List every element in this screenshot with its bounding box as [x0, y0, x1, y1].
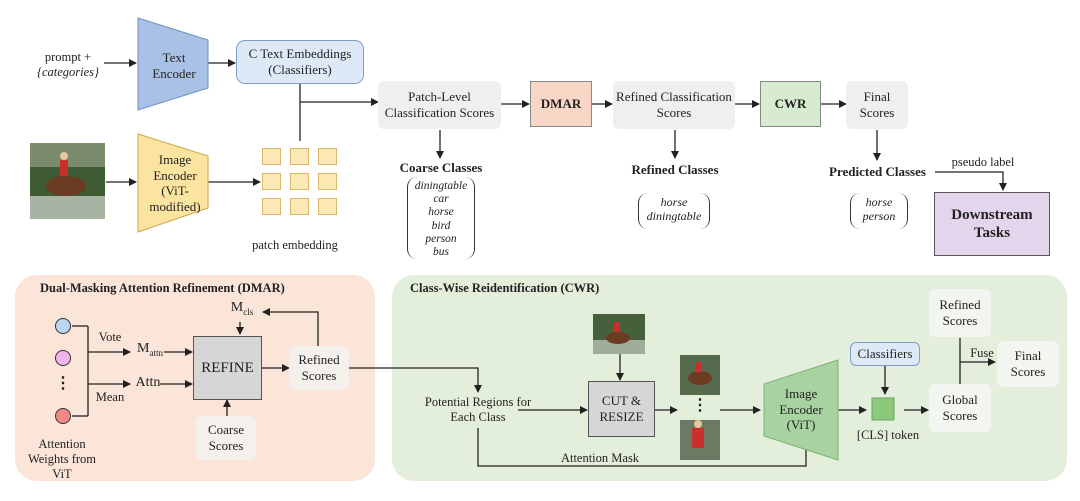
- attn-label: Attn: [135, 375, 161, 390]
- m-attn-label: Mattn: [130, 341, 170, 359]
- cwr-source-thumbnail: [593, 314, 645, 354]
- dmar-box: DMAR: [530, 81, 592, 127]
- cwr-final-scores-label: Final Scores: [1010, 348, 1046, 379]
- global-scores-label: Global Scores: [942, 392, 978, 423]
- cwr-image-encoder-label: Image Encoder (ViT): [779, 386, 823, 433]
- attention-mask-label: Attention Mask: [560, 451, 640, 465]
- downstream-tasks-label: Downstream Tasks: [951, 207, 1033, 241]
- predicted-classes-list: horse person: [850, 195, 908, 224]
- coarse-class-item: horse: [428, 206, 454, 219]
- vote-label: Vote: [98, 330, 122, 344]
- text-encoder-shape: [137, 17, 209, 111]
- final-scores-label: Final Scores: [859, 89, 895, 120]
- coarse-class-item: bus: [433, 246, 449, 259]
- crop-thumbnail-top: [680, 355, 720, 395]
- coarse-class-item: diningtable: [414, 180, 468, 192]
- refined-scores-label: Refined Classification Scores: [616, 89, 732, 120]
- patch-cell: [262, 148, 281, 165]
- refine-label: REFINE: [201, 360, 254, 376]
- attention-head-circle-red: [55, 408, 71, 424]
- image-encoder-label: Image Encoder (ViT-modified): [149, 152, 201, 214]
- predicted-class-item: person: [862, 208, 896, 223]
- attention-weights-label: Attention Weights from ViT: [27, 437, 97, 481]
- text-embeddings-label: C Text Embeddings (Classifiers): [248, 46, 352, 77]
- refined-class-item: horse: [660, 195, 688, 209]
- coarse-scores-label: Coarse Scores: [207, 422, 245, 453]
- m-cls-sub: cls: [243, 306, 254, 317]
- patch-cell: [318, 173, 337, 190]
- cwr-box: CWR: [760, 81, 821, 127]
- patch-cell: [318, 148, 337, 165]
- dmar-label: DMAR: [540, 96, 582, 112]
- refine-box: REFINE: [193, 336, 262, 400]
- pseudo-label-text: pseudo label: [951, 155, 1015, 169]
- m-attn-main: M: [137, 341, 150, 356]
- m-attn-sub: attn: [149, 347, 163, 358]
- coarse-class-item: bird: [431, 219, 451, 232]
- classifiers-box: Classifiers: [850, 342, 920, 366]
- input-image: [30, 143, 105, 219]
- classifiers-label: Classifiers: [857, 346, 913, 362]
- patch-scores-box: Patch-Level Classification Scores: [378, 81, 501, 129]
- cwr-label: CWR: [774, 96, 807, 112]
- attention-head-ellipsis: ⋮: [55, 375, 71, 392]
- dmar-refined-scores-label: Refined Scores: [298, 352, 340, 383]
- image-encoder-shape: [137, 133, 209, 233]
- cwr-panel-bg: [392, 275, 1067, 481]
- refined-classes-list: horse diningtable: [638, 195, 710, 224]
- coarse-class-item: person: [425, 232, 457, 245]
- coarse-scores-box: Coarse Scores: [196, 416, 256, 460]
- fuse-label: Fuse: [970, 346, 994, 360]
- cls-token-label: [CLS] token: [856, 428, 920, 442]
- vit-encoder-shape: [763, 359, 839, 461]
- patch-cell: [262, 173, 281, 190]
- text-encoder-label: Text Encoder: [152, 50, 196, 81]
- dmar-refined-scores-box: Refined Scores: [289, 346, 349, 390]
- patch-embedding-label: patch embedding: [252, 238, 338, 252]
- predicted-class-item: horse: [865, 195, 893, 209]
- predicted-classes-brace: [850, 193, 908, 229]
- predicted-classes-title: Predicted Classes: [829, 164, 926, 179]
- patch-cell: [262, 198, 281, 215]
- cwr-refined-scores-label: Refined Scores: [939, 297, 981, 328]
- patch-cell: [318, 198, 337, 215]
- m-cls-main: M: [230, 300, 244, 315]
- patch-scores-label: Patch-Level Classification Scores: [384, 89, 495, 120]
- cwr-final-scores-box: Final Scores: [997, 341, 1059, 387]
- downstream-tasks-box: Downstream Tasks: [934, 192, 1050, 256]
- dmar-panel-title: Dual-Masking Attention Refinement (DMAR): [40, 281, 285, 295]
- cut-resize-label: CUT & RESIZE: [599, 393, 644, 424]
- text-embeddings-box: C Text Embeddings (Classifiers): [236, 40, 364, 84]
- coarse-class-item: car: [433, 193, 449, 206]
- attention-head-circle-purple: [55, 350, 71, 366]
- global-scores-box: Global Scores: [929, 384, 991, 432]
- potential-regions-label: Potential Regions for Each Class: [424, 395, 532, 424]
- coarse-classes-title: Coarse Classes: [399, 160, 483, 175]
- m-cls-label: Mcls: [222, 300, 262, 318]
- coarse-classes-brace: [407, 177, 475, 259]
- crop-thumbnail-bottom: [680, 420, 720, 460]
- cwr-refined-scores-box: Refined Scores: [929, 289, 991, 337]
- final-scores-box: Final Scores: [846, 81, 908, 129]
- refined-scores-box: Refined Classification Scores: [613, 81, 735, 129]
- refined-class-item: diningtable: [646, 208, 702, 223]
- patch-cell: [290, 198, 309, 215]
- patch-cell: [290, 173, 309, 190]
- prompt-label: prompt + {categories}: [28, 50, 108, 80]
- mean-label: Mean: [95, 390, 125, 404]
- patch-cell: [290, 148, 309, 165]
- cwr-panel-title: Class-Wise Reidentification (CWR): [410, 281, 600, 295]
- refined-classes-brace: [638, 193, 710, 229]
- refined-classes-title: Refined Classes: [631, 162, 719, 177]
- cls-token-square: [871, 397, 895, 421]
- attention-head-circle-blue: [55, 318, 71, 334]
- prompt-text: prompt +: [44, 50, 92, 64]
- cut-resize-box: CUT & RESIZE: [588, 381, 655, 437]
- categories-text: {categories}: [36, 65, 100, 79]
- crops-ellipsis: ⋮: [692, 397, 708, 414]
- coarse-classes-list: diningtable car horse bird person bus: [407, 180, 475, 259]
